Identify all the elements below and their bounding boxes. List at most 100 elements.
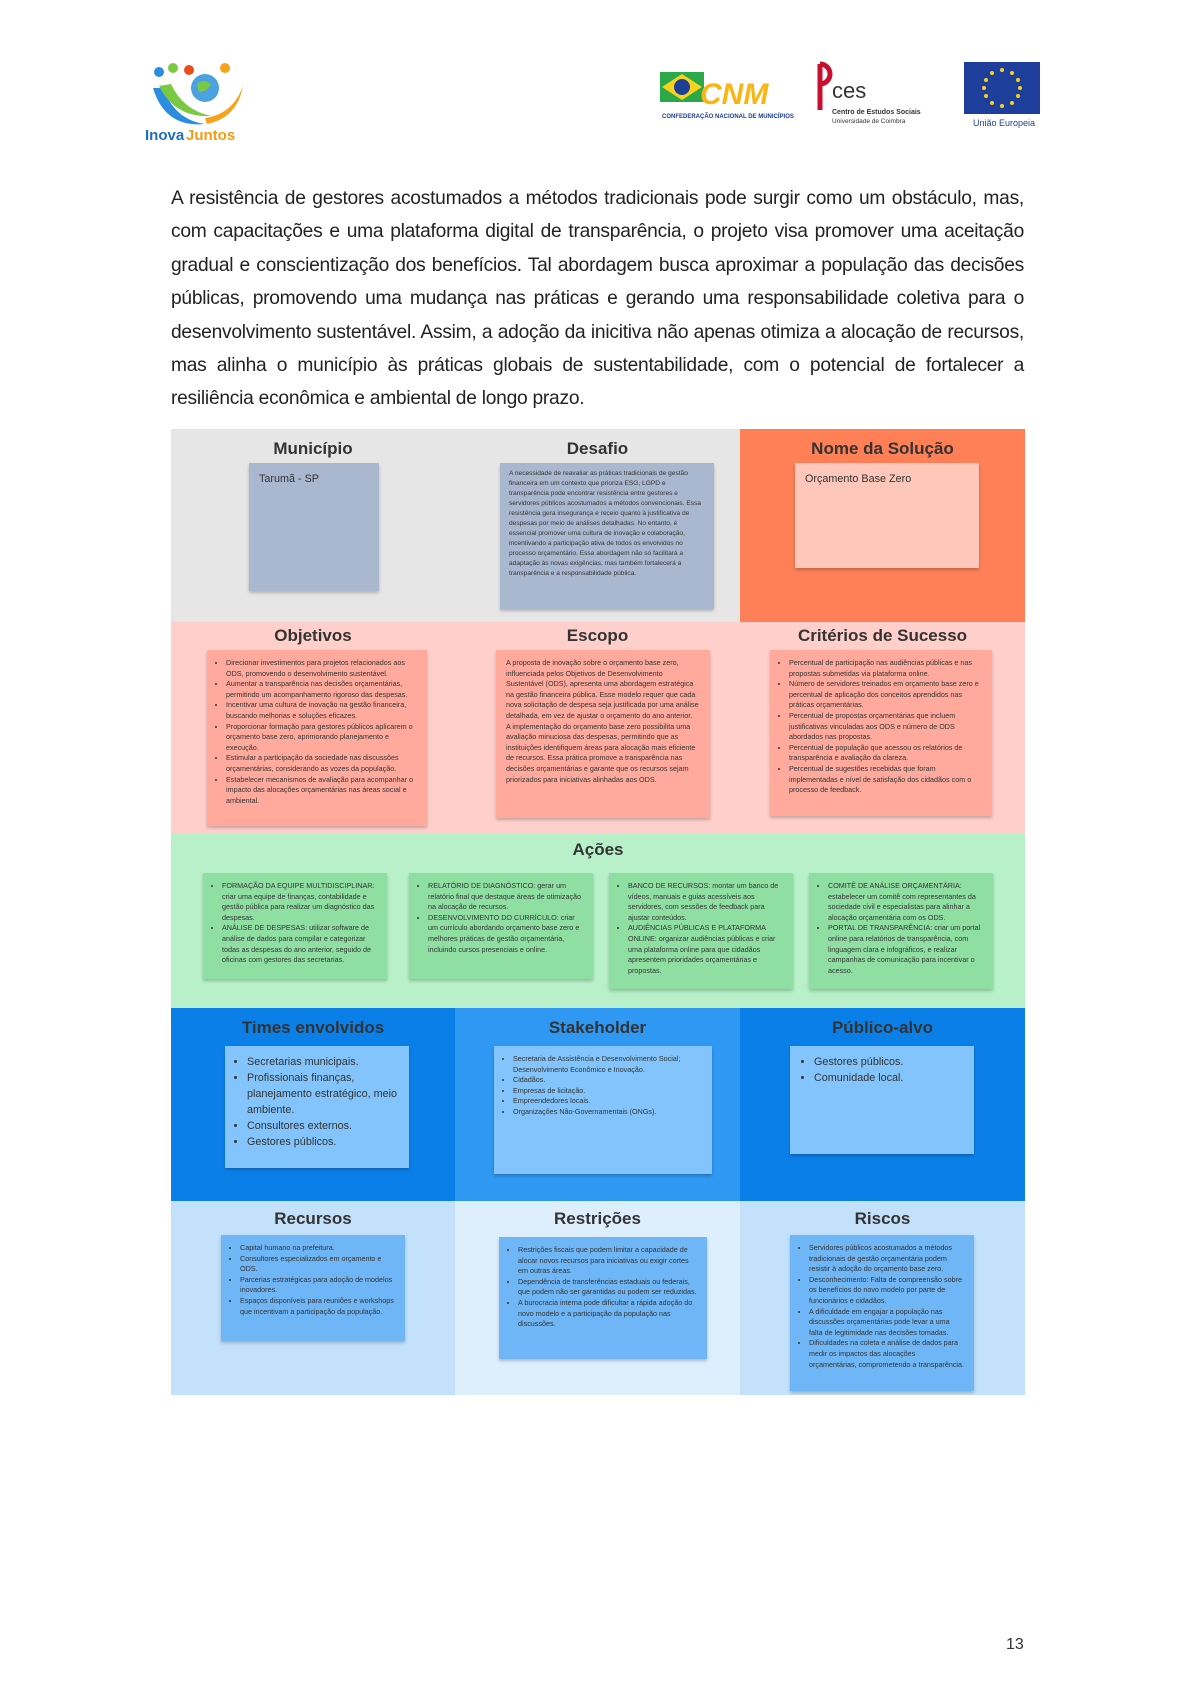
criterios-item: Número de servidores treinados em orçame…	[789, 679, 982, 711]
restricoes-title: Restrições	[554, 1209, 641, 1228]
acoes-item: AUDIÊNCIAS PÚBLICAS E PLATAFORMA ONLINE:…	[628, 923, 783, 976]
acoes-item: PORTAL DE TRANSPARÊNCIA: criar um portal…	[828, 923, 983, 976]
acoes-item: RELATÓRIO DE DIAGNÓSTICO: gerar um relat…	[428, 881, 583, 913]
stakeholder-title: Stakeholder	[548, 1018, 647, 1037]
partner-logos: CNM CONFEDERAÇÃO NACIONAL DE MUNICÍPIOS …	[660, 61, 1040, 128]
acoes-note-2: RELATÓRIO DE DIAGNÓSTICO: gerar um relat…	[409, 873, 593, 979]
objetivos-item: Direcionar investimentos para projetos r…	[226, 658, 417, 679]
cnm-logo-text: CNM	[700, 78, 769, 111]
objetivos-title: Objetivos	[274, 626, 352, 645]
objetivos-item: Aumentar a transparência nas decisões or…	[226, 679, 417, 700]
criterios-item: Percentual de participação nas audiência…	[789, 658, 982, 679]
recursos-cell: Recursos Capital humano na prefeitura. C…	[171, 1201, 455, 1395]
riscos-item: Dificuldades na coleta e análise de dado…	[809, 1338, 964, 1370]
criterios-item: Percentual de população que acessou os r…	[789, 743, 982, 764]
restricoes-cell: Restrições Restrições fiscais que podem …	[455, 1201, 740, 1395]
recursos-title: Recursos	[274, 1209, 352, 1228]
acoes-note-4: COMITÊ DE ANÁLISE ORÇAMENTÁRIA: estabele…	[809, 873, 993, 989]
objetivos-item: Estimular a participação da sociedade na…	[226, 753, 417, 774]
recursos-item: Espaços disponíveis para reuniões e work…	[240, 1296, 395, 1317]
times-cell: Times envolvidos Secretarias municipais.…	[171, 1008, 455, 1201]
intro-paragraph: A resistência de gestores acostumados a …	[171, 188, 1024, 410]
publico-item: Comunidade local.	[814, 1070, 964, 1086]
recursos-item: Capital humano na prefeitura.	[240, 1243, 395, 1254]
recursos-item: Parcerias estratégicas para adoção de mo…	[240, 1275, 395, 1296]
escopo-paragraph: A proposta de inovação sobre o orçamento…	[506, 658, 699, 720]
recursos-item: Consultores especializados em orçamento …	[240, 1254, 395, 1275]
desafio-cell: Desafio A necessidade de reavaliar as pr…	[455, 429, 740, 622]
acoes-note-3: BANCO DE RECURSOS: montar um banco de ví…	[609, 873, 793, 989]
escopo-cell: Escopo A proposta de inovação sobre o or…	[455, 622, 740, 833]
stakeholder-note: Secretaria de Assistência e Desenvolvime…	[494, 1046, 712, 1174]
times-item: Secretarias municipais.	[247, 1054, 401, 1070]
criterios-item: Percentual de propostas orçamentárias qu…	[789, 711, 982, 743]
restricoes-item: A burocracia interna pode dificultar a r…	[518, 1298, 697, 1330]
riscos-item: Desconhecimento: Falta de compreensão so…	[809, 1275, 964, 1307]
criterios-cell: Critérios de Sucesso Percentual de parti…	[740, 622, 1025, 833]
nome-solucao-note: Orçamento Base Zero	[795, 463, 979, 568]
riscos-note: Servidores públicos acostumados a método…	[790, 1235, 974, 1391]
acoes-note-1: FORMAÇÃO DA EQUIPE MULTIDISCIPLINAR: cri…	[203, 873, 387, 979]
objetivos-cell: Objetivos Direcionar investimentos para …	[171, 622, 455, 833]
stakeholder-item: Empreendedores locais.	[513, 1096, 702, 1107]
riscos-cell: Riscos Servidores públicos acostumados a…	[740, 1201, 1025, 1395]
escopo-title: Escopo	[566, 626, 629, 645]
riscos-title: Riscos	[854, 1209, 911, 1228]
stakeholder-item: Empresas de licitação.	[513, 1086, 702, 1097]
acoes-item: BANCO DE RECURSOS: montar um banco de ví…	[628, 881, 783, 923]
nome-solucao-note-text: Orçamento Base Zero	[805, 473, 912, 485]
publico-title: Público-alvo	[831, 1018, 934, 1037]
times-note: Secretarias municipais. Profissionais fi…	[225, 1046, 409, 1168]
ces-subtitle-1: Centro de Estudos Sociais	[832, 109, 921, 116]
restricoes-note: Restrições fiscais que podem limitar a c…	[499, 1237, 707, 1359]
acoes-item: COMITÊ DE ANÁLISE ORÇAMENTÁRIA: estabele…	[828, 881, 983, 923]
objetivos-item: Incentivar uma cultura de inovação na ge…	[226, 700, 417, 721]
stakeholder-item: Secretaria de Assistência e Desenvolvime…	[513, 1054, 702, 1075]
times-item: Profissionais finanças, planejamento est…	[247, 1070, 401, 1118]
escopo-note: A proposta de inovação sobre o orçamento…	[496, 650, 710, 818]
desafio-note-text: A necessidade de reavaliar as práticas t…	[509, 470, 702, 577]
stakeholder-cell: Stakeholder Secretaria de Assistência e …	[455, 1008, 740, 1201]
logo-inova-text: Inova	[145, 127, 185, 144]
acoes-title: Ações	[572, 840, 624, 859]
municipio-note: Tarumã - SP	[249, 463, 379, 591]
municipio-cell: Município Tarumã - SP	[171, 429, 455, 622]
cnm-subtitle: CONFEDERAÇÃO NACIONAL DE MUNICÍPIOS	[662, 112, 794, 120]
ces-subtitle-2: Universidade de Coimbra	[832, 118, 906, 125]
times-item: Gestores públicos.	[247, 1134, 401, 1150]
criterios-note: Percentual de participação nas audiência…	[770, 650, 992, 816]
desafio-title: Desafio	[566, 439, 629, 458]
restricoes-item: Dependência de transferências estaduais …	[518, 1277, 697, 1298]
stakeholder-item: Organizações Não-Governamentais (ONGs).	[513, 1107, 702, 1118]
inova-juntos-logo: Inova Juntos	[145, 63, 243, 144]
escopo-paragraph: A implementação do orçamento base zero p…	[506, 721, 696, 784]
municipio-note-text: Tarumã - SP	[259, 473, 319, 485]
nome-solucao-cell: Nome da Solução Orçamento Base Zero	[740, 429, 1025, 622]
criterios-item: Percentual de sugestões recebidas que fo…	[789, 764, 982, 796]
logo-juntos-text: Juntos	[186, 127, 235, 144]
objetivos-item: Proporcionar formação para gestores públ…	[226, 722, 417, 754]
criterios-title: Critérios de Sucesso	[797, 626, 968, 645]
riscos-item: Servidores públicos acostumados a método…	[809, 1243, 964, 1275]
objetivos-item: Estabelecer mecanismos de avaliação para…	[226, 775, 417, 807]
times-title: Times envolvidos	[241, 1018, 385, 1037]
acoes-item: ANÁLISE DE DESPESAS: utilizar software d…	[222, 923, 377, 965]
times-item: Consultores externos.	[247, 1118, 401, 1134]
desafio-note: A necessidade de reavaliar as práticas t…	[500, 463, 714, 609]
acoes-cell: Ações FORMAÇÃO DA EQUIPE MULTIDISCIPLINA…	[171, 833, 1025, 1008]
recursos-note: Capital humano na prefeitura. Consultore…	[221, 1235, 405, 1341]
municipio-title: Município	[273, 439, 353, 458]
publico-item: Gestores públicos.	[814, 1054, 964, 1070]
stakeholder-item: Cidadãos.	[513, 1075, 702, 1086]
nome-solucao-title: Nome da Solução	[811, 439, 954, 458]
project-canvas: Município Tarumã - SP Desafio A necessid…	[171, 429, 1025, 1395]
restricoes-item: Restrições fiscais que podem limitar a c…	[518, 1245, 697, 1277]
publico-cell: Público-alvo Gestores públicos. Comunida…	[740, 1008, 1025, 1201]
publico-note: Gestores públicos. Comunidade local.	[790, 1046, 974, 1154]
acoes-item: FORMAÇÃO DA EQUIPE MULTIDISCIPLINAR: cri…	[222, 881, 377, 923]
page-number: 13	[1006, 1636, 1024, 1653]
acoes-item: DESENVOLVIMENTO DO CURRÍCULO: criar um c…	[428, 913, 583, 955]
riscos-item: A dificuldade em engajar a população nas…	[809, 1307, 964, 1339]
ces-logo-text: ces	[832, 78, 866, 103]
objetivos-note: Direcionar investimentos para projetos r…	[207, 650, 427, 826]
